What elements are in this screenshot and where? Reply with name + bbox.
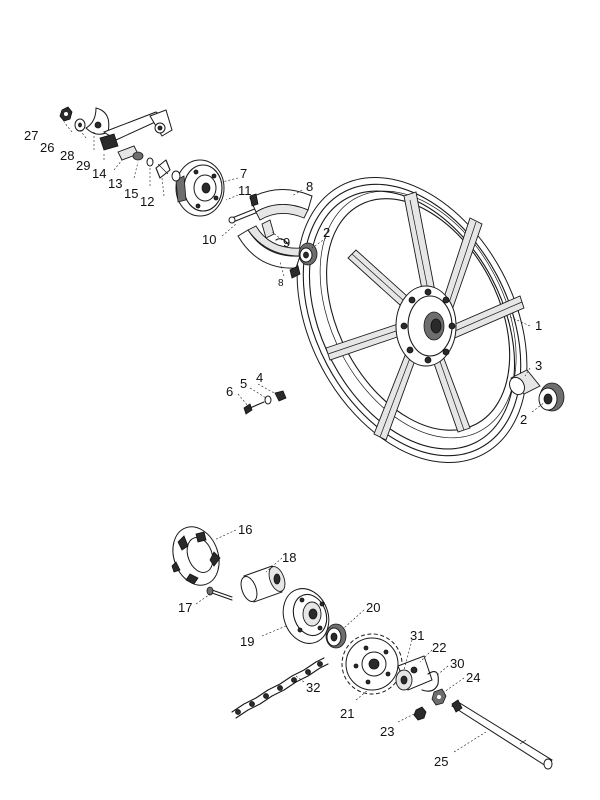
callout-29: 29 bbox=[76, 158, 90, 173]
callout-3: 3 bbox=[535, 358, 542, 373]
cam-lever-28 bbox=[85, 107, 110, 135]
callout-9: 9 bbox=[283, 235, 290, 250]
nut-23 bbox=[413, 706, 427, 721]
wheel-bearing-right bbox=[538, 382, 565, 412]
callout-2-left: 2 bbox=[323, 225, 330, 240]
spring-clip-12 bbox=[155, 159, 171, 179]
callout-24: 24 bbox=[466, 670, 480, 685]
bearing-20 bbox=[325, 623, 347, 649]
callout-32: 32 bbox=[306, 680, 320, 695]
callout-27: 27 bbox=[24, 128, 38, 143]
leader-lines bbox=[63, 121, 546, 753]
callout-25: 25 bbox=[434, 754, 448, 769]
callout-30: 30 bbox=[450, 656, 464, 671]
washer-26 bbox=[74, 118, 86, 132]
callout-28: 28 bbox=[60, 148, 74, 163]
callout-12: 12 bbox=[140, 194, 154, 209]
callout-8-lower: 8 bbox=[278, 278, 284, 289]
wheel-hub bbox=[395, 285, 457, 367]
callout-2-right: 2 bbox=[520, 412, 527, 427]
nut-27 bbox=[59, 106, 73, 122]
callout-22: 22 bbox=[432, 640, 446, 655]
key-11 bbox=[261, 219, 275, 239]
chain-32 bbox=[231, 657, 329, 719]
callout-15: 15 bbox=[124, 186, 138, 201]
washer-small bbox=[171, 170, 181, 182]
callout-17: 17 bbox=[178, 600, 192, 615]
axle-25 bbox=[451, 699, 553, 770]
bolt-17 bbox=[206, 586, 233, 601]
wheel-spokes bbox=[325, 191, 525, 441]
callout-31: 31 bbox=[410, 628, 424, 643]
callout-23: 23 bbox=[380, 724, 394, 739]
callout-8-upper: 8 bbox=[306, 179, 313, 194]
cush-drive-rubber-16 bbox=[171, 526, 221, 586]
callout-5: 5 bbox=[240, 376, 247, 391]
callout-20: 20 bbox=[366, 600, 380, 615]
callout-7: 7 bbox=[240, 166, 247, 181]
callout-4: 4 bbox=[256, 370, 263, 385]
callout-16: 16 bbox=[238, 522, 252, 537]
sprocket-21 bbox=[341, 633, 403, 695]
wheel-spacer bbox=[509, 369, 541, 396]
screw-assembly bbox=[243, 390, 287, 415]
bearing-2-left bbox=[298, 242, 318, 266]
spring-9 bbox=[275, 238, 289, 245]
callout-1: 1 bbox=[535, 318, 542, 333]
callout-11: 11 bbox=[238, 183, 252, 198]
nut-24 bbox=[431, 688, 447, 706]
callout-18: 18 bbox=[282, 550, 296, 565]
brake-plate-7 bbox=[175, 159, 225, 217]
circlip-30 bbox=[421, 671, 439, 692]
callout-6: 6 bbox=[226, 384, 233, 399]
callout-21: 21 bbox=[340, 706, 354, 721]
callout-10: 10 bbox=[202, 232, 216, 247]
callout-19: 19 bbox=[240, 634, 254, 649]
brake-shoe-8-upper bbox=[249, 188, 313, 221]
callout-14: 14 bbox=[92, 166, 106, 181]
callout-13: 13 bbox=[108, 176, 122, 191]
callout-26: 26 bbox=[40, 140, 54, 155]
spacer-31 bbox=[395, 669, 413, 691]
lever-arm-29 bbox=[99, 109, 173, 151]
pin-13 bbox=[132, 151, 144, 161]
callout-labels: 1 3 2 2 4 5 6 7 11 8 8 9 10 27 26 28 29 … bbox=[24, 128, 542, 769]
spacer-sleeve-18 bbox=[240, 565, 286, 603]
washer-15 bbox=[146, 157, 154, 167]
sprocket-carrier-19 bbox=[282, 588, 330, 644]
